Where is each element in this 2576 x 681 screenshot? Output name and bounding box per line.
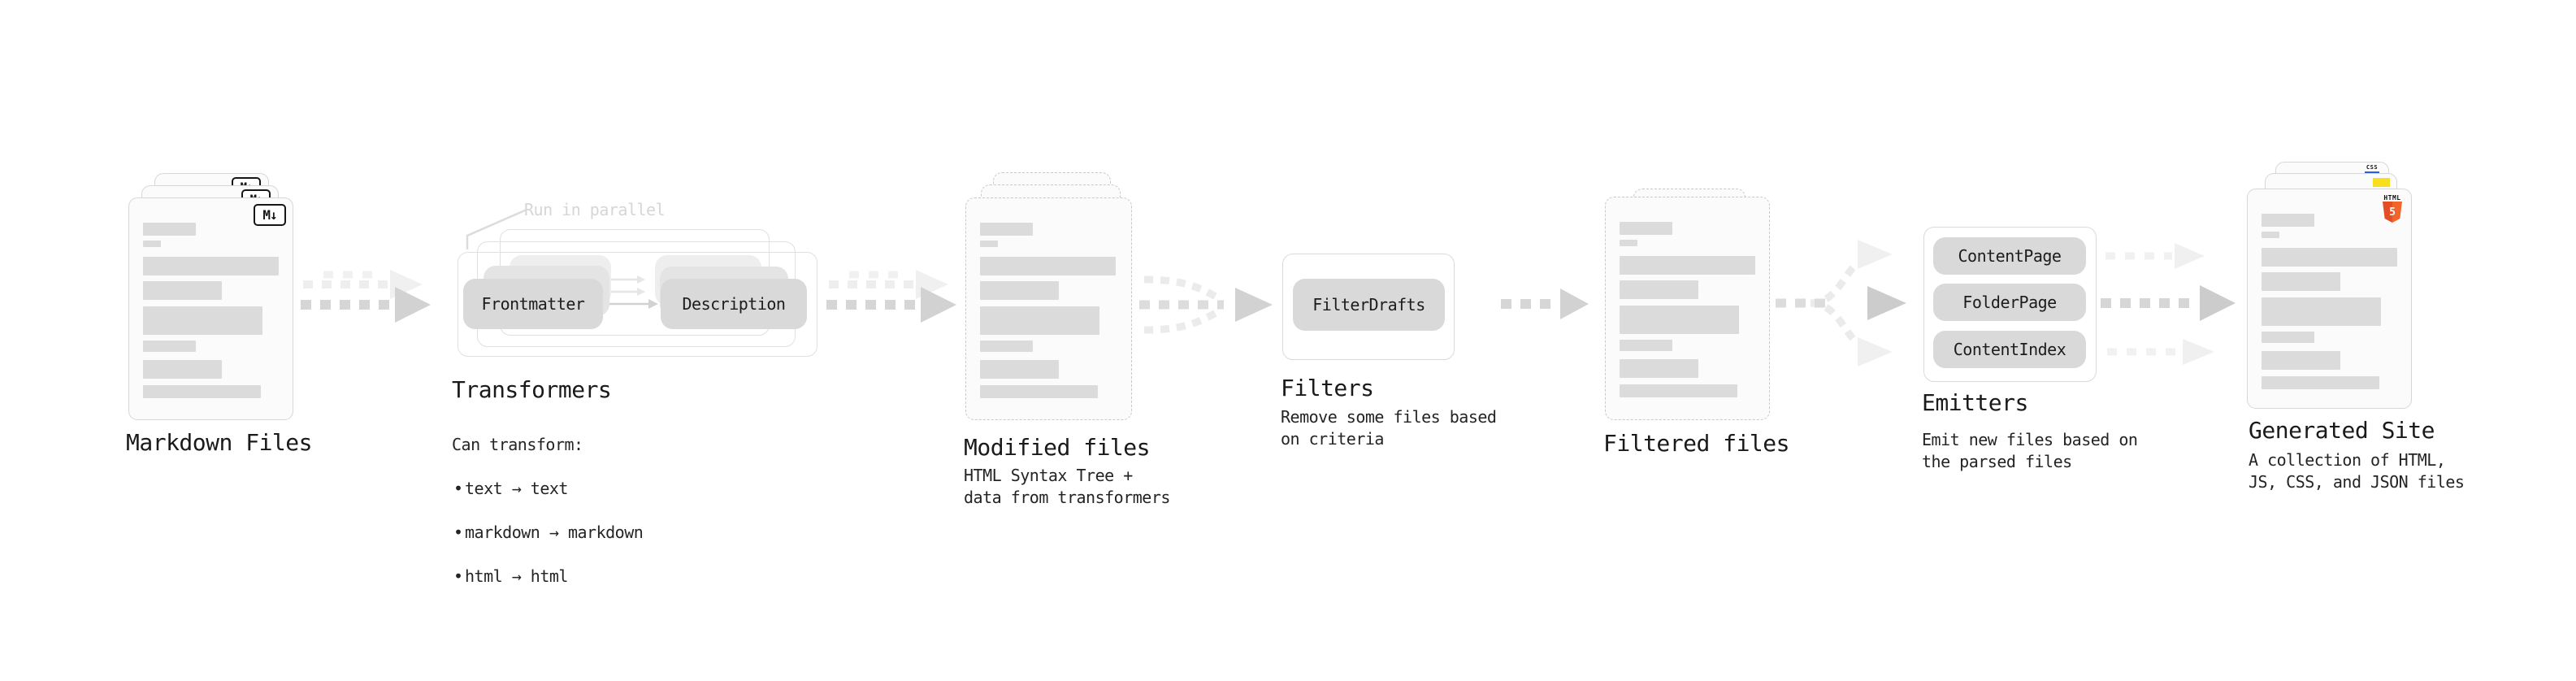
stage-title: Generated Site [2249, 417, 2435, 444]
skeleton-line [1620, 222, 1672, 235]
skeleton-line [980, 306, 1099, 335]
skeleton-line [143, 241, 161, 247]
skeleton-line [2262, 232, 2279, 238]
can-transform-title: Can transform: [452, 435, 583, 454]
skeleton-line [2262, 214, 2314, 227]
stage-description: A collection of HTML, JS, CSS, and JSON … [2249, 450, 2465, 492]
javascript-icon [2373, 178, 2390, 187]
stage-title: Emitters [1922, 389, 2028, 416]
skeleton-line [143, 360, 222, 379]
skeleton-line [980, 360, 1059, 379]
skeleton-line [143, 281, 222, 300]
css-icon-bar [2365, 171, 2379, 174]
skeleton-line [980, 340, 1033, 352]
markdown-icon: M↓ [254, 204, 286, 226]
stage-title: Modified files [964, 434, 1151, 461]
skeleton-line [143, 257, 279, 275]
annotation-leader-line [466, 208, 527, 249]
flow-arrow-filters-to-filtered [1501, 288, 1589, 319]
skeleton-line [2262, 297, 2381, 326]
stage-description: Can transform: text → text markdown → ma… [452, 412, 644, 631]
skeleton-line [980, 223, 1033, 236]
stage-generated-site: CSS HTML 5 Generated Site A collection o… [2247, 162, 2491, 519]
contentindex-pill: ContentIndex [1933, 331, 2086, 368]
skeleton-line [143, 306, 262, 335]
skeleton-line [143, 223, 196, 236]
skeleton-line [980, 385, 1098, 398]
contentpage-pill: ContentPage [1933, 237, 2086, 275]
stage-title: Markdown Files [126, 429, 313, 456]
stage-filtered-files: Filtered files [1603, 189, 1816, 481]
flow-arrow-emitters-to-site [2101, 243, 2236, 365]
folderpage-pill: FolderPage [1933, 284, 2086, 321]
flow-arrow-filtered-to-emitters [1776, 240, 1906, 367]
filtered-file-card-front [1605, 197, 1770, 420]
skeleton-line [1620, 340, 1672, 351]
flow-arrow-transformers-to-modified [826, 270, 956, 323]
skeleton-line [1620, 256, 1755, 275]
skeleton-line [1620, 306, 1739, 334]
stage-filters: FilterDrafts Filters Remove some files b… [1281, 254, 1542, 465]
bullet-item: markdown → markdown [452, 522, 644, 544]
stage-emitters: ContentPage FolderPage ContentIndex Emit… [1922, 227, 2184, 487]
skeleton-line [980, 241, 998, 247]
stage-description: Remove some files based on criteria [1281, 407, 1497, 449]
parallel-mini-arrows [609, 275, 658, 309]
flow-arrow-markdown-to-transformers [301, 270, 431, 323]
stage-title: Filters [1281, 375, 1374, 401]
frontmatter-pill: Frontmatter [463, 279, 603, 329]
site-file-card-html: HTML 5 [2247, 189, 2412, 409]
transformer-frame-front [458, 252, 817, 357]
description-pill: Description [661, 279, 807, 329]
stage-title: Filtered files [1603, 430, 1790, 457]
skeleton-line [1620, 359, 1698, 378]
skeleton-line [2262, 248, 2397, 267]
run-in-parallel-note: Run in parallel [524, 200, 666, 219]
skeleton-line [1620, 240, 1637, 246]
skeleton-line [2262, 272, 2340, 291]
skeleton-line [1620, 384, 1737, 397]
css-icon: CSS [2364, 165, 2380, 174]
stage-title: Transformers [452, 376, 612, 403]
skeleton-line [2262, 351, 2340, 370]
modified-file-card-front [965, 197, 1132, 420]
html5-icon: HTML 5 [2382, 194, 2403, 223]
transform-bullet-list: text → text markdown → markdown html → h… [452, 456, 644, 609]
css-icon-label: CSS [2366, 164, 2379, 171]
skeleton-line [2262, 376, 2379, 389]
skeleton-line [980, 281, 1059, 300]
stage-description: Emit new files based on the parsed files [1922, 430, 2138, 471]
skeleton-line [143, 340, 196, 352]
skeleton-line [1620, 280, 1698, 299]
skeleton-line [980, 257, 1116, 275]
bullet-item: html → html [452, 566, 643, 588]
skeleton-line [2262, 332, 2314, 343]
markdown-file-card-front: M↓ [128, 197, 293, 420]
stage-description: HTML Syntax Tree + data from transformer… [964, 466, 1170, 507]
skeleton-line [143, 385, 261, 398]
html5-icon-label: HTML [2383, 194, 2401, 202]
stage-markdown-files: M↓ M↓ M↓ Markdown Files [126, 162, 340, 487]
html5-icon-shield: 5 [2383, 202, 2402, 223]
filterdrafts-pill: FilterDrafts [1293, 279, 1445, 331]
bullet-item: text → text [452, 478, 643, 500]
flow-arrow-modified-to-filters [1139, 275, 1273, 334]
stage-transformers: Run in parallel Frontmatter Description … [452, 198, 834, 588]
stage-modified-files: Modified files HTML Syntax Tree + data f… [964, 172, 1177, 514]
